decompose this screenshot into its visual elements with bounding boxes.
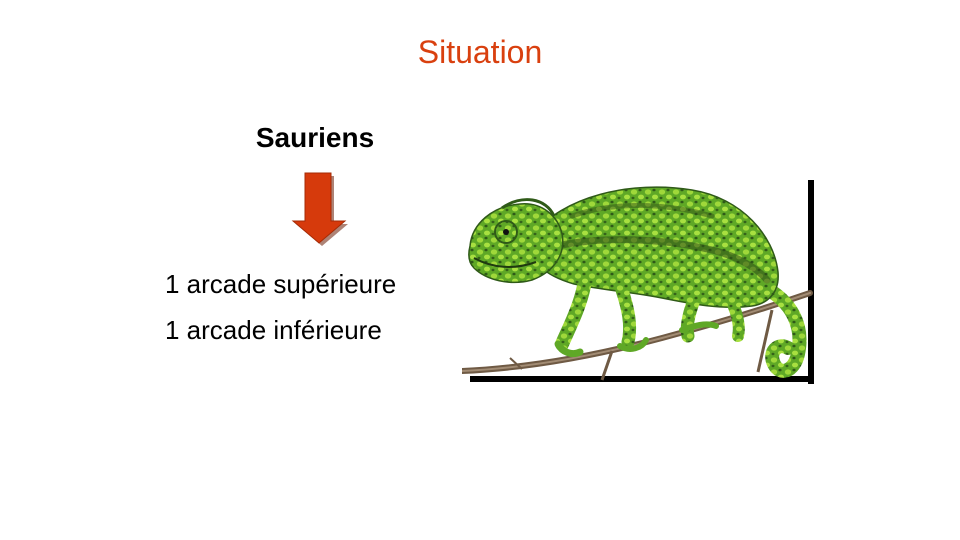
bullet-list: 1 arcade supérieure 1 arcade inférieure xyxy=(165,261,396,353)
bullet-lower-arcade: 1 arcade inférieure xyxy=(165,315,382,345)
slide-subtitle: Sauriens xyxy=(255,122,375,153)
arrow-down-icon xyxy=(291,172,348,246)
chameleon-image xyxy=(462,180,814,384)
bullet-upper-arcade: 1 arcade supérieure xyxy=(165,269,397,299)
slide-title: Situation xyxy=(417,34,543,70)
